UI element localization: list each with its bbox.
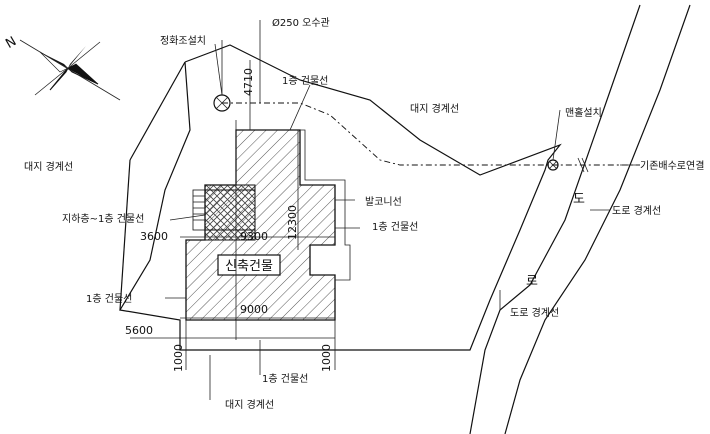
site-boundary-bottom-label: 대지 경계선 [225,398,274,411]
dim-3600: 3600 [140,230,168,243]
building-footprint [185,129,351,321]
new-building-label: 신축건물 [225,259,273,274]
dim-12300: 12300 [286,205,299,240]
dim-9000: 9000 [240,303,268,316]
new-building-tag [217,254,281,276]
building-line-1f-left-label: 1층 건물선 [86,293,132,305]
dim-4710: 4710 [242,68,255,96]
road-boundary-right [504,4,691,434]
septic-label: 정화조설치 [160,35,206,47]
road-line-right-label: 도로 경계선 [612,204,661,217]
manhole-label: 맨홀설치 [565,106,602,119]
dim-5600: 5600 [125,324,153,337]
dim-1000-left: 1000 [172,344,185,372]
dim-9300: 9300 [240,230,268,243]
building-line-1f-top-label: 1층 건물선 [282,75,328,87]
north-arrow-icon: N [3,34,121,101]
site-boundary-line [119,44,562,351]
road-char-do: 도 [573,192,585,207]
site-boundary-left-label: 대지 경계선 [24,160,73,173]
road-boundary-left [469,4,641,434]
existing-drain-label: 기존배수로연결 [640,160,704,172]
road-line-bottom-label: 도로 경계선 [510,306,559,319]
basement-line-label: 지하층~1층 건물선 [62,212,144,225]
building-line-1f-bottom-label: 1층 건물선 [262,373,308,385]
road-char-ro: 로 [526,274,538,289]
dim-1000-right: 1000 [320,344,333,372]
site-boundary-top-label: 대지 경계선 [410,102,459,115]
building-line-1f-right-label: 1층 건물선 [372,221,418,233]
balcony-label: 발코니선 [365,196,402,208]
north-label: N [3,34,19,52]
sewer-pipe-label: Ø250 오수관 [272,17,330,29]
